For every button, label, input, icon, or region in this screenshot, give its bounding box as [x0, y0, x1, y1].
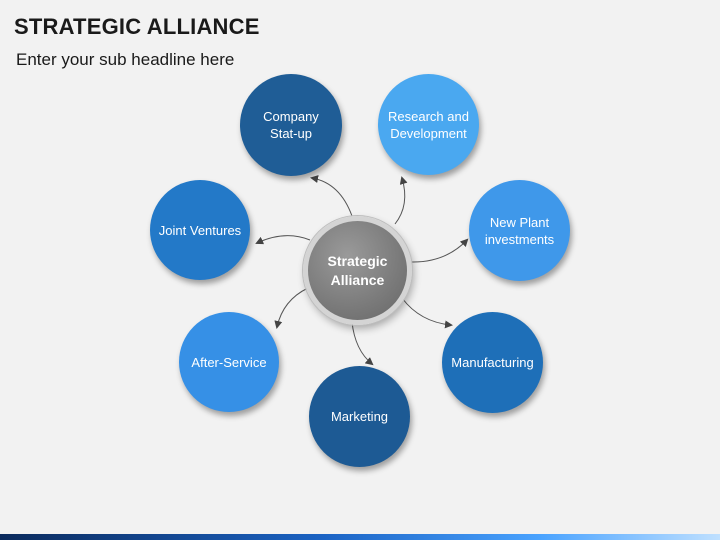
page-title: STRATEGIC ALLIANCE	[14, 14, 260, 39]
arrow-to-manufacturing	[401, 297, 453, 329]
footer-bar	[0, 534, 720, 540]
page-subtitle: Enter your sub headline here	[16, 50, 235, 69]
node-research-development: Research and Development	[378, 74, 479, 175]
arrow-to-joint	[255, 235, 311, 245]
node-manufacturing: Manufacturing	[442, 312, 543, 413]
arrow-to-company	[310, 175, 353, 217]
center-node-strategic-alliance: Strategic Alliance	[303, 216, 412, 325]
node-after-service: After-Service	[179, 312, 279, 412]
node-joint-ventures: Joint Ventures	[150, 180, 250, 280]
arrow-to-marketing	[351, 321, 374, 366]
node-marketing: Marketing	[309, 366, 410, 467]
arrow-to-research	[394, 176, 408, 225]
node-company-startup: Company Stat-up	[240, 74, 342, 176]
arrow-to-newplant	[409, 238, 469, 263]
node-new-plant-investments: New Plant investments	[469, 180, 570, 281]
arrow-to-after	[274, 287, 309, 329]
